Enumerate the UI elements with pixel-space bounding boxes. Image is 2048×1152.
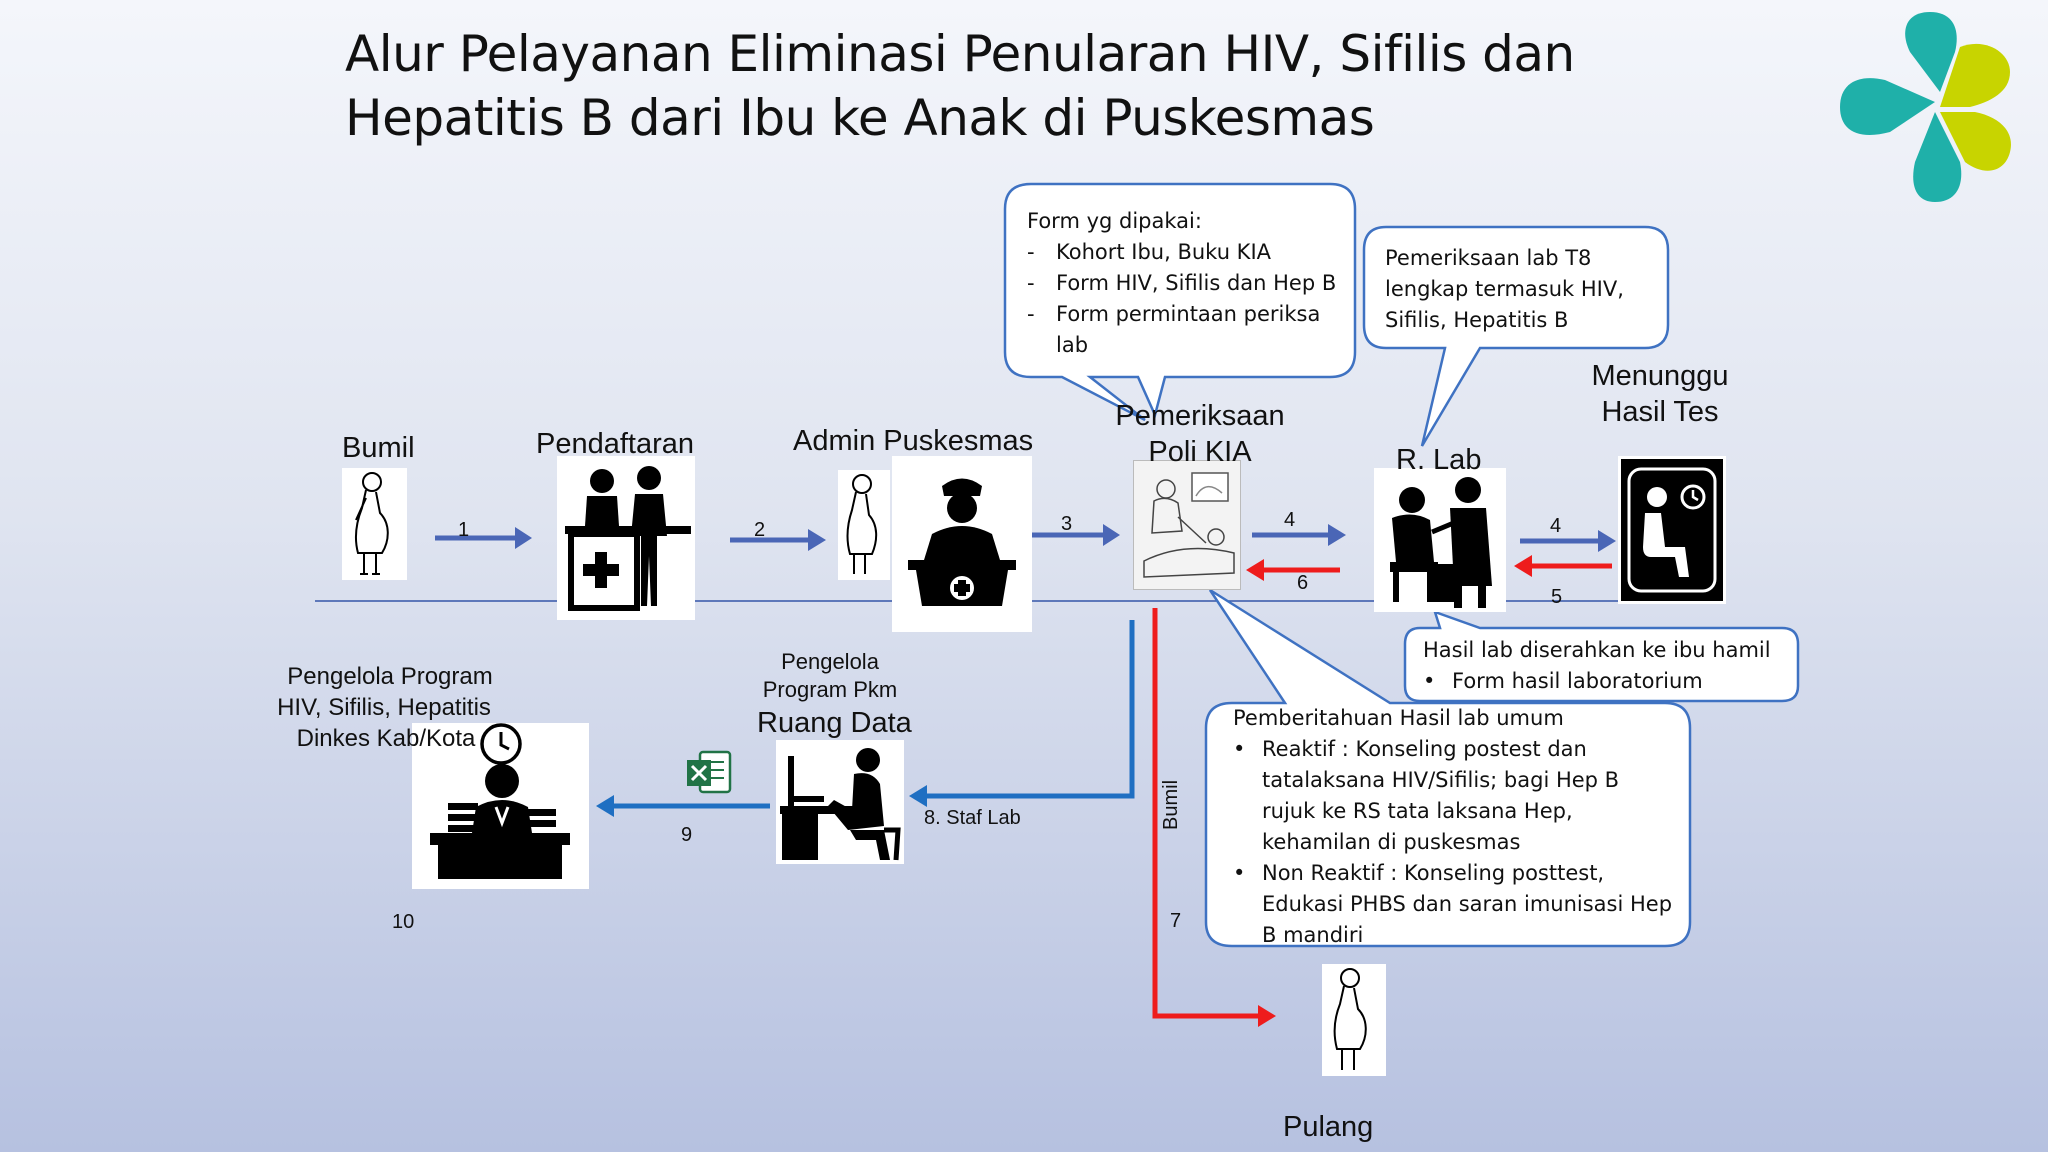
label-poli: Pemeriksaan Poli KIA [1100, 398, 1300, 470]
callout-forms: Form yg dipakai: Kohort Ibu, Buku KIA Fo… [1027, 206, 1347, 361]
step-10: 10 [392, 911, 415, 933]
waiting-room-icon [1618, 456, 1726, 604]
label-poli-line2: Poli KIA [1148, 436, 1252, 468]
callout-lab-line1: Pemeriksaan lab T8 [1385, 246, 1592, 270]
registration-desk-icon [557, 456, 695, 620]
label-bumil: Bumil [342, 432, 415, 464]
clock-icon [479, 722, 523, 766]
reaktif-line: kehamilan di puskesmas [1262, 830, 1521, 854]
label-pendaftaran: Pendaftaran [536, 428, 695, 460]
non-reaktif-line: Edukasi PHBS dan saran imunisasi Hep [1262, 892, 1673, 916]
office-worker-icon [776, 740, 904, 864]
list-item: Kohort Ibu, Buku KIA [1027, 237, 1347, 268]
label-menunggu-line2: Hasil Tes [1601, 396, 1719, 428]
callout-lab-line3: Sifilis, Hepatitis B [1385, 308, 1569, 332]
callout-lab-bubble [1362, 225, 1670, 447]
ultrasound-photo-icon [1133, 460, 1241, 590]
callout-pemberitahuan-list: Reaktif : Konseling postest dan tatalaks… [1233, 734, 1683, 951]
callout-pemberitahuan: Pemberitahuan Hasil lab umum Reaktif : K… [1233, 703, 1683, 951]
nurse-desk-icon [892, 456, 1032, 632]
label-ruang-data: Ruang Data [757, 707, 912, 739]
callout-hasil: Hasil lab diserahkan ke ibu hamil Form h… [1423, 635, 1793, 697]
arrow-step-6 [1246, 559, 1340, 581]
label-pengelola-dinkes-line3: Dinkes Kab/Kota [296, 725, 476, 752]
label-poli-line1: Pemeriksaan [1115, 400, 1285, 432]
step-6: 6 [1297, 572, 1309, 594]
label-pengelola-pkm: Pengelola Program Pkm [720, 648, 940, 704]
step-1: 1 [458, 519, 470, 541]
arrow-step-5 [1514, 555, 1612, 577]
list-item: Form HIV, Sifilis dan Hep B [1027, 268, 1347, 299]
arrow-step-2 [730, 529, 826, 551]
step-2: 2 [754, 519, 766, 541]
callout-pemberitahuan-heading: Pemberitahuan Hasil lab umum [1233, 706, 1564, 730]
step-8: 8. Staf Lab [924, 807, 1021, 829]
callout-hasil-list: Form hasil laboratorium [1423, 666, 1793, 697]
step-3: 3 [1061, 513, 1073, 535]
label-menunggu: Menunggu Hasil Tes [1570, 358, 1750, 430]
arrow-step-1 [435, 527, 532, 549]
label-lab: R. Lab [1396, 444, 1482, 476]
title-line-1: Alur Pelayanan Eliminasi Penularan HIV, … [345, 25, 1575, 83]
label-pulang: Pulang [1283, 1111, 1374, 1143]
list-item-reaktif: Reaktif : Konseling postest dan tatalaks… [1233, 734, 1683, 858]
pregnant-woman-icon [342, 468, 407, 580]
callout-lab-line2: lengkap termasuk HIV, [1385, 277, 1624, 301]
list-item: Form hasil laboratorium [1423, 666, 1793, 697]
label-pengelola-pkm-line1: Pengelola [781, 649, 879, 674]
label-pengelola-dinkes-line1: Pengelola Program [287, 663, 493, 690]
callout-forms-list: Kohort Ibu, Buku KIA Form HIV, Sifilis d… [1027, 237, 1347, 330]
label-admin: Admin Puskesmas [793, 425, 1034, 457]
non-reaktif-line: Non Reaktif : Konseling posttest, [1262, 861, 1605, 885]
list-item-non-reaktif: Non Reaktif : Konseling posttest, Edukas… [1233, 858, 1683, 951]
step-5: 5 [1551, 586, 1563, 608]
lab-technician-icon [1374, 468, 1506, 612]
non-reaktif-line: B mandiri [1262, 923, 1364, 947]
label-bumil-vertical: Bumil [1160, 779, 1182, 830]
label-pengelola-dinkes-line2: HIV, Sifilis, Hepatitis [277, 694, 491, 721]
pregnant-woman-icon-2 [838, 470, 890, 580]
arrow-step-4a [1252, 524, 1346, 546]
callout-lab: Pemeriksaan lab T8 lengkap termasuk HIV,… [1385, 243, 1655, 336]
page-title: Alur Pelayanan Eliminasi Penularan HIV, … [345, 22, 1645, 150]
reaktif-line: tatalaksana HIV/Sifilis; bagi Hep B [1262, 768, 1620, 792]
reaktif-line: Reaktif : Konseling postest dan [1262, 737, 1587, 761]
label-pengelola-pkm-line2: Program Pkm [762, 677, 898, 702]
step-4b: 4 [1550, 515, 1562, 537]
callout-forms-heading: Form yg dipakai: [1027, 209, 1202, 233]
arrow-step-9 [596, 795, 770, 817]
ministry-logo-icon [1840, 12, 2011, 202]
step-7: 7 [1170, 910, 1182, 932]
list-item: Form permintaan periksa [1027, 299, 1347, 330]
step-9: 9 [681, 824, 693, 846]
arrow-step-8 [909, 620, 1135, 807]
arrow-step-4b [1520, 530, 1616, 552]
callout-hasil-heading: Hasil lab diserahkan ke ibu hamil [1423, 638, 1771, 662]
label-menunggu-line1: Menunggu [1591, 360, 1729, 392]
reaktif-line: rujuk ke RS tata laksana Hep, [1262, 799, 1573, 823]
pregnant-woman-icon-3 [1322, 964, 1386, 1076]
label-pengelola-dinkes: Pengelola Program HIV, Sifilis, Hepatiti… [255, 661, 525, 754]
callout-forms-continuation: lab [1056, 333, 1089, 357]
step-4a: 4 [1284, 509, 1296, 531]
arrow-step-7 [1152, 608, 1276, 1027]
title-line-2: Hepatitis B dari Ibu ke Anak di Puskesma… [345, 89, 1375, 147]
excel-file-icon [684, 748, 734, 798]
arrow-step-3 [1025, 524, 1120, 546]
